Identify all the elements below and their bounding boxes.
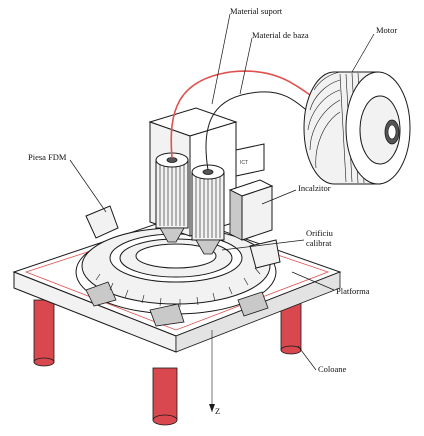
svg-text:ICT: ICT xyxy=(240,160,248,166)
filaments xyxy=(170,70,319,171)
label-piesa-fdm: Piesa FDM xyxy=(28,152,67,162)
label-motor: Motor xyxy=(376,25,397,35)
filament-base xyxy=(205,91,319,171)
leader-lines xyxy=(69,13,375,371)
axis-z-label: Z xyxy=(215,406,220,416)
nozzle-right xyxy=(191,164,225,255)
filament-support xyxy=(170,70,319,159)
column-back-left xyxy=(33,299,55,367)
z-axis: Z xyxy=(209,330,220,416)
columns xyxy=(33,297,302,426)
heater xyxy=(228,179,274,241)
label-orificiu-line1: Orificiu xyxy=(306,228,334,238)
build-plate xyxy=(75,205,281,327)
label-material-suport: Material suport xyxy=(230,6,283,16)
label-platforma: Platforma xyxy=(336,286,370,296)
motor xyxy=(303,71,411,185)
label-coloane: Coloane xyxy=(318,364,347,374)
label-material-baza: Material de baza xyxy=(252,30,309,40)
nozzle-left xyxy=(155,152,189,243)
labels: Material suport Material de baza Motor P… xyxy=(28,6,397,374)
column-front xyxy=(152,367,178,426)
label-incalzitor: Incalzitor xyxy=(298,183,331,193)
label-orificiu-line2: calibrat xyxy=(306,238,332,248)
